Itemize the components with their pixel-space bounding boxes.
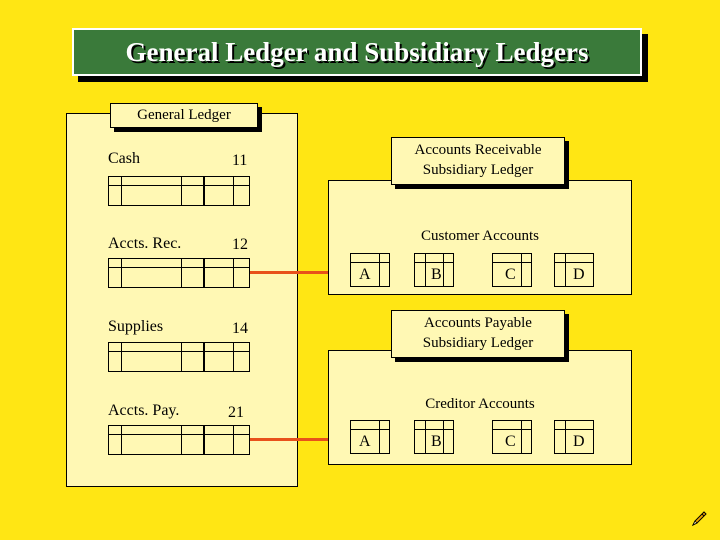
strip-divider	[181, 426, 182, 454]
title-banner: General Ledger and Subsidiary Ledgers	[72, 28, 642, 76]
creditor-account-cell: B	[414, 420, 454, 454]
strip-divider	[203, 426, 205, 454]
strip-rule	[109, 267, 249, 268]
strip-divider	[121, 343, 122, 371]
strip-divider	[233, 343, 234, 371]
strip-rule	[109, 185, 249, 186]
cell-rule	[351, 429, 389, 430]
creditor-account-letter: A	[359, 433, 371, 450]
strip-divider	[203, 259, 205, 287]
cell-divider	[425, 421, 426, 453]
gl-ledger-strip	[108, 176, 250, 206]
strip-divider	[233, 426, 234, 454]
cell-divider	[521, 421, 522, 453]
customer-account-cell: A	[350, 253, 390, 287]
strip-divider	[121, 259, 122, 287]
cell-rule	[415, 262, 453, 263]
ar-label-line1: Accounts Receivable	[414, 142, 542, 158]
gl-ledger-strip	[108, 258, 250, 288]
creditor-account-cell: C	[492, 420, 532, 454]
strip-divider	[233, 259, 234, 287]
customer-account-cell: C	[492, 253, 532, 287]
cell-divider	[379, 421, 380, 453]
strip-divider	[203, 177, 205, 205]
strip-rule	[109, 434, 249, 435]
pencil-icon[interactable]	[690, 510, 708, 528]
creditor-account-letter: B	[431, 433, 442, 450]
gl-account-number-supplies: 14	[232, 320, 248, 337]
general-ledger-panel	[66, 113, 298, 487]
creditor-accounts-heading: Creditor Accounts	[425, 396, 535, 412]
cell-divider	[521, 254, 522, 286]
cell-rule	[555, 262, 593, 263]
cell-divider	[443, 421, 444, 453]
strip-divider	[181, 343, 182, 371]
customer-account-letter: A	[359, 266, 371, 283]
gl-ledger-strip	[108, 342, 250, 372]
ap-label-line1: Accounts Payable	[424, 315, 532, 331]
customer-account-cell: D	[554, 253, 594, 287]
strip-divider	[233, 177, 234, 205]
customer-account-letter: C	[505, 266, 516, 283]
gl-account-number-cash: 11	[232, 152, 248, 169]
strip-rule	[109, 351, 249, 352]
connector-accts-pay	[250, 438, 350, 441]
gl-account-number-accts-rec: 12	[232, 236, 248, 253]
strip-divider	[181, 259, 182, 287]
gl-account-name-cash: Cash	[108, 150, 140, 167]
gl-account-name-accts-rec: Accts. Rec.	[108, 235, 182, 252]
ap-label-line2: Subsidiary Ledger	[422, 335, 534, 351]
connector-accts-rec	[250, 271, 350, 274]
cell-rule	[555, 429, 593, 430]
strip-divider	[203, 343, 205, 371]
cell-rule	[415, 429, 453, 430]
strip-divider	[181, 177, 182, 205]
gl-account-name-supplies: Supplies	[108, 318, 164, 335]
customer-accounts-heading: Customer Accounts	[421, 228, 539, 244]
strip-divider	[121, 177, 122, 205]
cell-rule	[493, 262, 531, 263]
cell-rule	[351, 262, 389, 263]
cell-divider	[565, 421, 566, 453]
cell-rule	[493, 429, 531, 430]
customer-account-cell: B	[414, 253, 454, 287]
creditor-account-cell: D	[554, 420, 594, 454]
ar-label-line2: Subsidiary Ledger	[422, 162, 534, 178]
general-ledger-label: General Ledger	[110, 103, 258, 128]
gl-account-number-accts-pay: 21	[228, 404, 244, 421]
creditor-account-letter: C	[505, 433, 516, 450]
gl-account-name-accts-pay: Accts. Pay.	[108, 402, 180, 419]
creditor-account-letter: D	[573, 433, 585, 450]
customer-account-letter: D	[573, 266, 585, 283]
page-title: General Ledger and Subsidiary Ledgers	[125, 36, 589, 67]
cell-divider	[443, 254, 444, 286]
cell-divider	[425, 254, 426, 286]
strip-divider	[121, 426, 122, 454]
creditor-account-cell: A	[350, 420, 390, 454]
cell-divider	[379, 254, 380, 286]
accounts-receivable-label: Accounts Receivable Subsidiary Ledger	[391, 137, 565, 185]
cell-divider	[565, 254, 566, 286]
gl-ledger-strip	[108, 425, 250, 455]
accounts-payable-label: Accounts Payable Subsidiary Ledger	[391, 310, 565, 358]
customer-account-letter: B	[431, 266, 442, 283]
